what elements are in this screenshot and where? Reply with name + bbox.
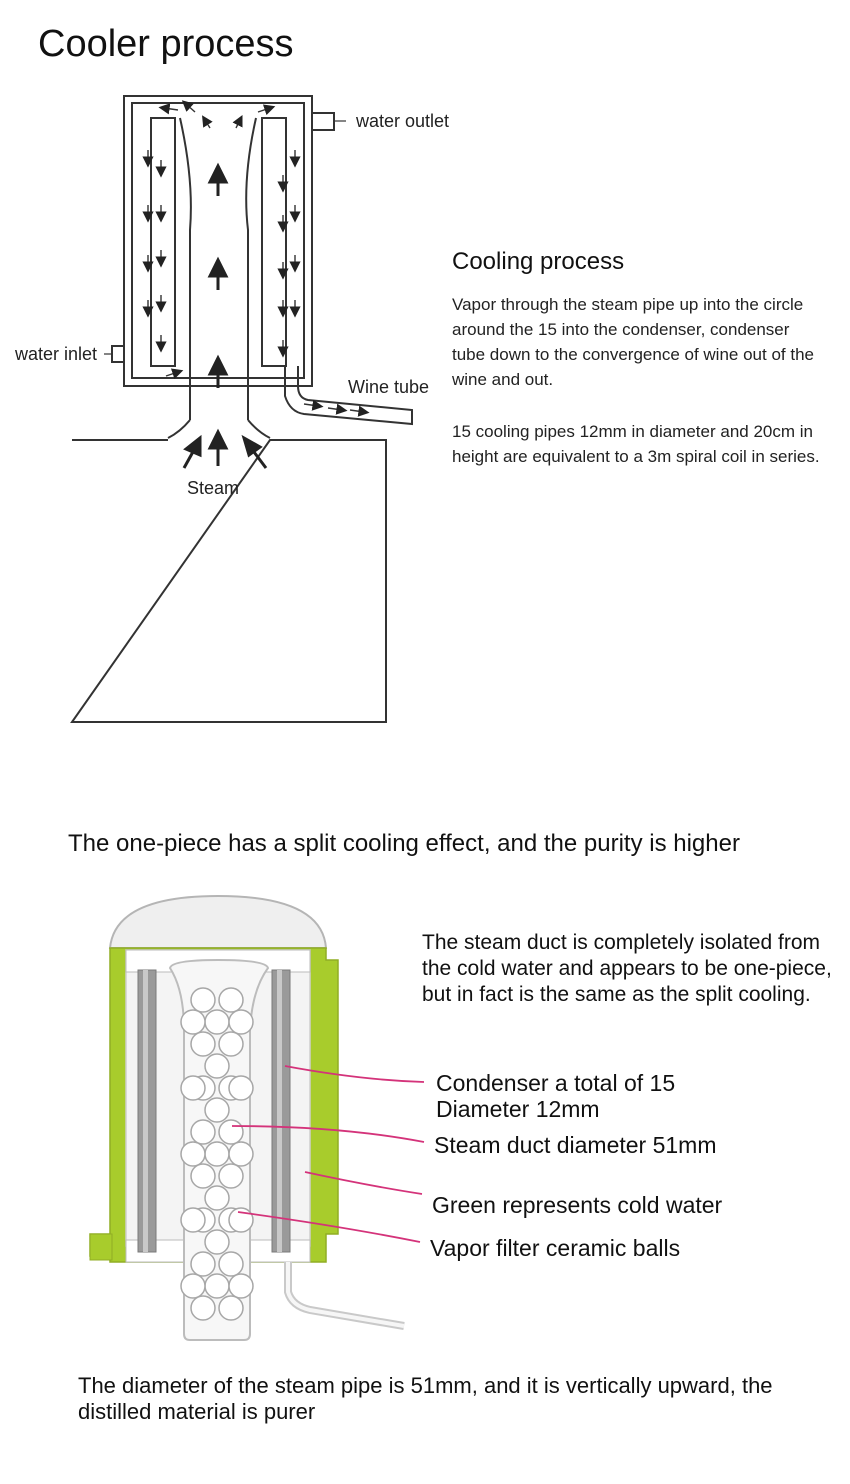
callout-line-steam-duct — [231, 1125, 425, 1143]
callout-condenser-line2: Diameter 12mm — [436, 1096, 600, 1122]
ceramic-ball — [204, 1273, 230, 1299]
steam-up-arrows — [182, 162, 268, 469]
callout-balls: Vapor filter ceramic balls — [430, 1235, 681, 1261]
ceramic-ball — [204, 1185, 230, 1211]
ceramic-ball — [228, 1009, 254, 1035]
ceramic-ball — [218, 1251, 244, 1277]
ceramic-ball — [228, 1141, 254, 1167]
water-outlet-label: water outlet — [356, 111, 450, 131]
ceramic-ball — [204, 1229, 230, 1255]
callout-steam-duct: Steam duct diameter 51mm — [434, 1132, 717, 1158]
ceramic-ball — [190, 1031, 216, 1057]
callout-line-balls — [237, 1211, 421, 1243]
cooler-diagram — [70, 95, 413, 723]
steam-label: Steam — [187, 478, 240, 498]
cooling-paragraph-1: Vapor through the steam pipe up into the… — [452, 295, 814, 389]
ceramic-ball — [190, 1119, 216, 1145]
ceramic-ball — [228, 1273, 254, 1299]
condenser-pipe-right — [271, 969, 291, 1253]
water-inlet-label: water inlet — [15, 344, 98, 364]
wine-tube-label: Wine tube — [348, 377, 430, 397]
ceramic-ball — [218, 1119, 244, 1145]
ceramic-ball — [204, 1097, 230, 1123]
ceramic-ball — [218, 1031, 244, 1057]
ceramic-ball — [190, 987, 216, 1013]
ceramic-balls — [180, 987, 254, 1321]
ceramic-ball — [180, 1075, 206, 1101]
ceramic-ball — [218, 1295, 244, 1321]
condenser-pipe-left — [137, 969, 157, 1253]
ceramic-ball — [190, 1163, 216, 1189]
ceramic-ball — [180, 1207, 206, 1233]
ceramic-ball — [180, 1141, 206, 1167]
top-spread-arrows — [158, 100, 370, 417]
ceramic-ball — [218, 987, 244, 1013]
callout-condenser-line1: Condenser a total of 15 — [436, 1070, 676, 1096]
callout-line-green — [304, 1171, 423, 1195]
cooling-paragraph-2: 15 cooling pipes 12mm in diameter and 20… — [452, 422, 820, 466]
bottom-caption: The diameter of the steam pipe is 51mm, … — [78, 1373, 773, 1424]
isolation-note: The steam duct is completely isolated fr… — [422, 931, 832, 1006]
page-title: Cooler process — [38, 23, 294, 65]
ceramic-ball — [190, 1295, 216, 1321]
ceramic-ball — [218, 1163, 244, 1189]
dome-cap — [108, 894, 328, 949]
callout-condenser: Condenser a total of 15 Diameter 12mm — [436, 1070, 675, 1122]
down-flow-arrows — [142, 150, 301, 358]
callout-line-condenser — [284, 1065, 425, 1083]
cooling-process-heading: Cooling process — [452, 248, 625, 275]
ceramic-ball — [204, 1053, 230, 1079]
ceramic-ball — [204, 1141, 230, 1167]
ceramic-ball — [190, 1251, 216, 1277]
ceramic-ball — [180, 1009, 206, 1035]
split-cooling-heading: The one-piece has a split cooling effect… — [68, 830, 740, 857]
ceramic-ball — [204, 1009, 230, 1035]
ceramic-ball — [180, 1273, 206, 1299]
condenser-body — [70, 95, 413, 723]
ceramic-ball — [228, 1075, 254, 1101]
callout-green: Green represents cold water — [432, 1192, 723, 1218]
